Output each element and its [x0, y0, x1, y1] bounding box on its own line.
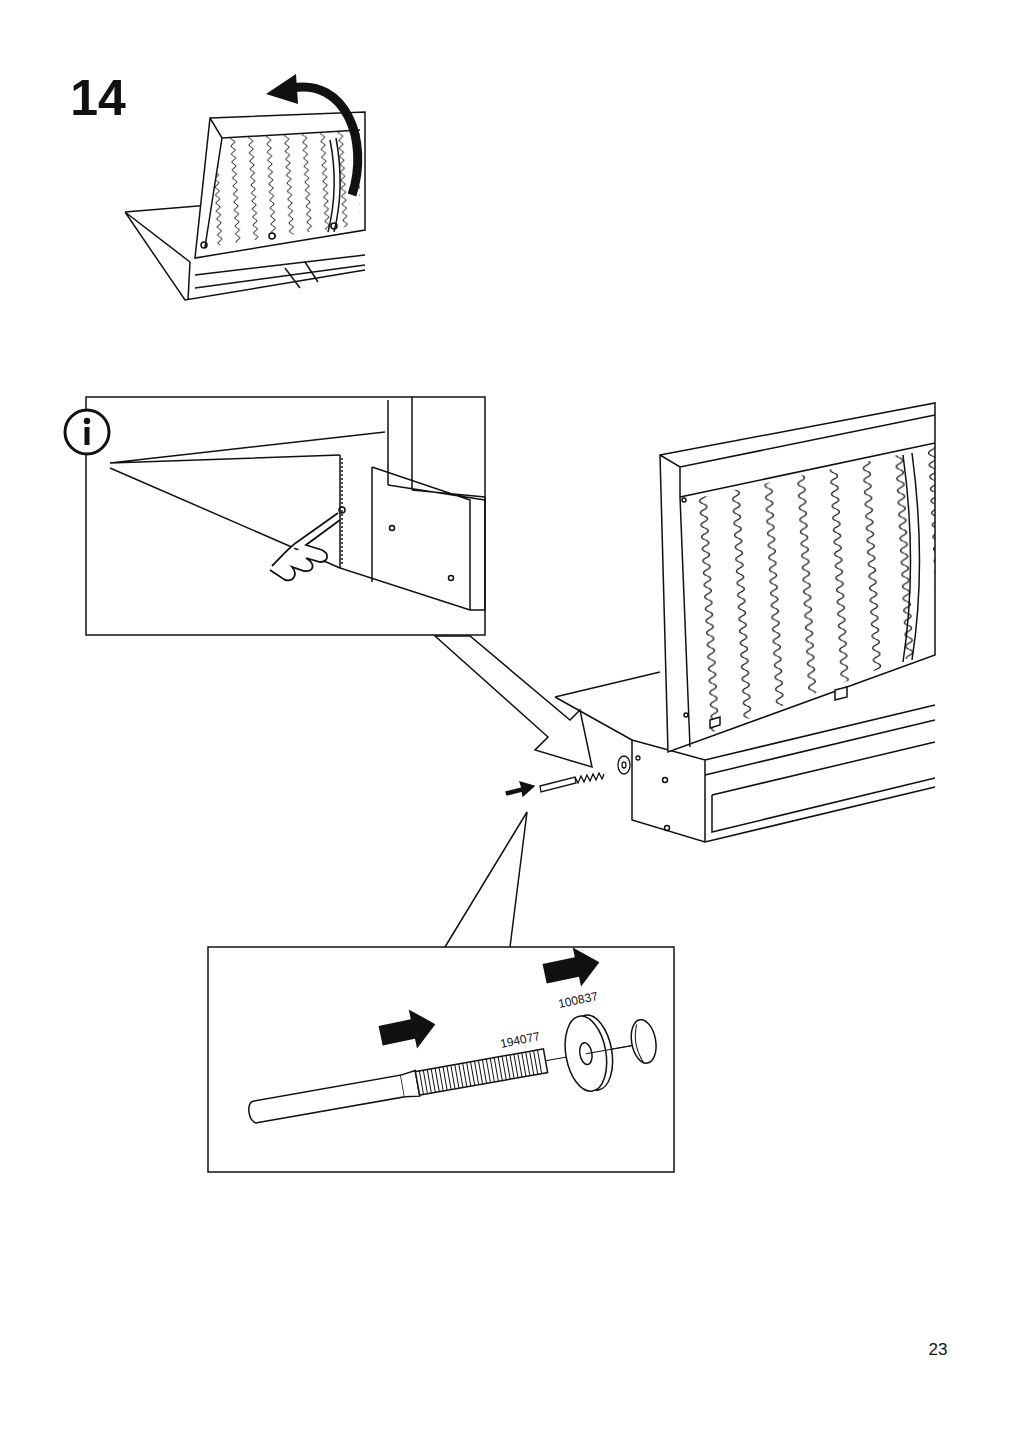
bolt-small — [506, 756, 640, 796]
info-icon — [65, 410, 109, 454]
callout-leader — [445, 812, 527, 947]
part-number: 194077 — [499, 1030, 541, 1050]
info-panel — [86, 397, 485, 635]
step-number: 14 — [70, 73, 126, 123]
sofa-frame — [555, 403, 940, 842]
rotate-frame-sketch — [125, 112, 370, 300]
page-number: 23 — [929, 1341, 948, 1358]
pointer-arrow — [435, 636, 592, 767]
detail-panel — [208, 943, 674, 1172]
rotate-arrow — [266, 74, 358, 195]
part-number: 100837 — [557, 990, 599, 1010]
